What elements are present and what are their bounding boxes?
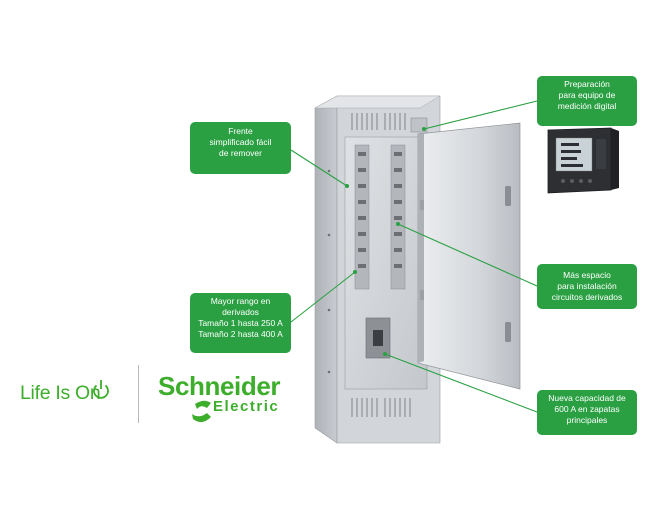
callout-capacity: Nueva capacidad de 600 A en zapatas prin… <box>537 390 637 435</box>
life-is-on-tagline: Life Is On <box>20 382 101 404</box>
callout-line: Mayor rango en <box>210 296 271 306</box>
callout-front: Frente simplificado fácil de remover <box>190 122 291 174</box>
door-latch <box>505 186 511 206</box>
callout-meter: Preparación para equipo de medición digi… <box>537 76 637 126</box>
schneider-logo-mark <box>192 400 211 423</box>
callout-line: Tamaño 1 hasta 250 A <box>198 318 283 328</box>
callout-line: Frente <box>228 126 253 136</box>
callout-line: Preparación <box>564 79 610 89</box>
deadfront <box>344 136 428 390</box>
digital-meter <box>547 127 619 194</box>
callout-range: Mayor rango en derivados Tamaño 1 hasta … <box>190 293 291 353</box>
logo-divider <box>138 365 139 423</box>
callout-line: Tamaño 2 hasta 400 A <box>198 329 283 339</box>
electric-wordmark: Electric <box>213 398 280 415</box>
callout-leaders <box>290 100 538 413</box>
callout-line: derivados <box>222 307 259 317</box>
callout-line: de remover <box>219 148 262 158</box>
callout-line: para equipo de <box>558 90 616 100</box>
callout-line: medición digital <box>557 101 617 111</box>
power-icon <box>93 380 109 399</box>
callout-line: Nueva capacidad de <box>548 393 626 403</box>
callout-line: principales <box>566 415 608 425</box>
bottom-vent <box>351 398 411 417</box>
callout-line: simplificado fácil <box>209 137 272 147</box>
callout-space: Más espacio para instalación circuitos d… <box>537 264 637 309</box>
schneider-wordmark: Schneider <box>158 371 281 401</box>
callout-line: 600 A en zapatas <box>554 404 620 414</box>
main-breaker <box>365 317 391 359</box>
callout-line: para instalación <box>557 281 617 291</box>
callout-line: Más espacio <box>563 270 611 280</box>
top-vent <box>351 113 406 130</box>
callout-line: circuitos derivados <box>551 292 623 302</box>
